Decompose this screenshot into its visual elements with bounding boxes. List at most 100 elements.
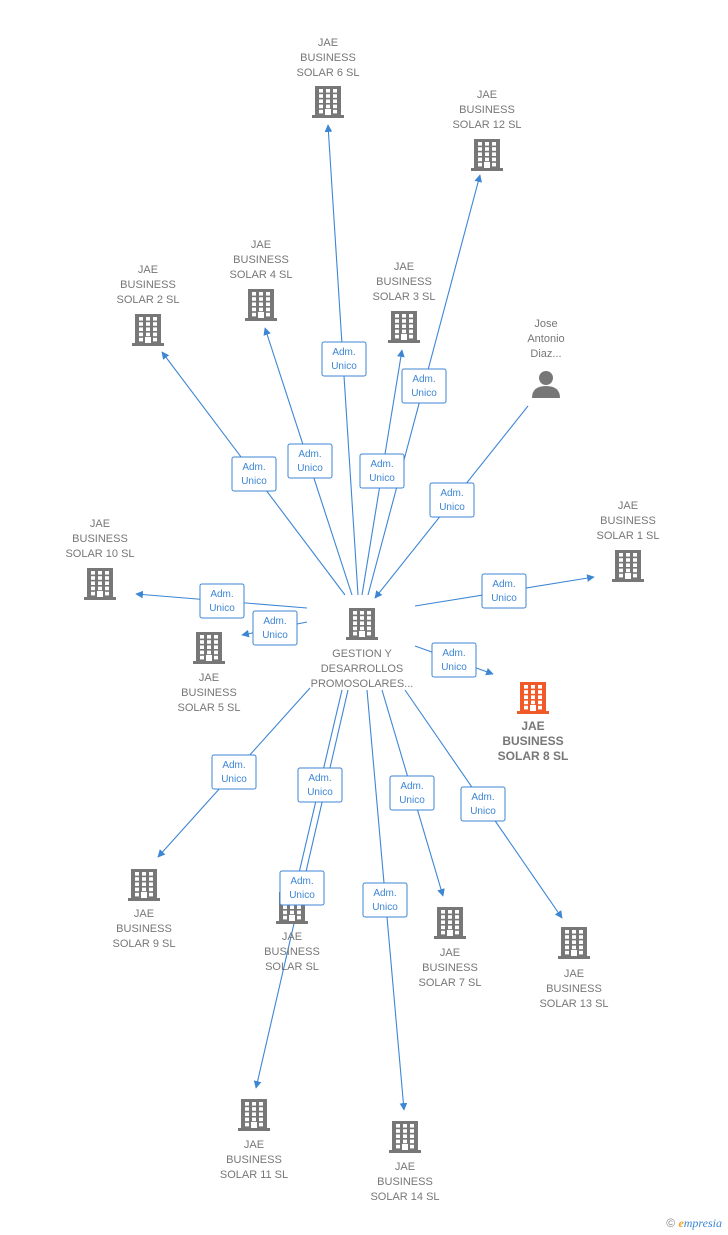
building-icon[interactable] xyxy=(245,289,277,321)
edge-label-solar9[interactable]: Adm.Unico xyxy=(211,754,257,790)
edge-label-box xyxy=(401,368,447,404)
building-window xyxy=(395,319,399,323)
node-label-line: JAE xyxy=(282,931,302,943)
edge-label-solar3[interactable]: Adm.Unico xyxy=(359,453,405,489)
building-icon[interactable] xyxy=(84,568,116,600)
edge-label-solar4[interactable]: Adm.Unico xyxy=(287,443,333,479)
building-icon[interactable] xyxy=(612,550,644,582)
building-icon[interactable] xyxy=(558,927,590,959)
building-door xyxy=(359,631,365,637)
building-window xyxy=(572,940,576,944)
edge-label-text: Unico xyxy=(470,806,496,817)
building-window xyxy=(619,558,623,562)
building-window xyxy=(409,319,413,323)
building-base xyxy=(128,898,160,901)
node-label-line: JAE xyxy=(394,261,414,273)
building-base xyxy=(388,340,420,343)
building-window xyxy=(252,297,256,301)
building-window xyxy=(91,576,95,580)
building-window xyxy=(410,1129,414,1133)
edge-label-center[interactable]: Adm.Unico xyxy=(429,482,475,518)
edge-label-text: Adm. xyxy=(471,792,494,803)
building-window xyxy=(565,940,569,944)
building-window xyxy=(259,302,263,306)
edge-label-text: Unico xyxy=(221,774,247,785)
building-window xyxy=(619,563,623,567)
person-body xyxy=(532,386,560,398)
building-icon[interactable] xyxy=(471,139,503,171)
building-window xyxy=(619,573,623,578)
edge-label-solar8[interactable]: Adm.Unico xyxy=(431,642,477,678)
building-icon[interactable] xyxy=(238,1099,270,1131)
edge-label-solar6[interactable]: Adm.Unico xyxy=(321,341,367,377)
building-window xyxy=(367,626,371,631)
edge-label-solar14[interactable]: Adm.Unico xyxy=(362,882,408,918)
node-label-line: JAE xyxy=(134,908,154,920)
edge-label-text: Unico xyxy=(441,662,467,673)
building-window xyxy=(633,573,637,578)
edge-label-text: Adm. xyxy=(332,347,355,358)
edge-label-solar5[interactable]: Adm.Unico xyxy=(252,610,298,646)
building-window xyxy=(252,1112,256,1116)
edge-label-box xyxy=(287,443,333,479)
edge-label-solar13[interactable]: Adm. Unico xyxy=(460,786,506,822)
building-window xyxy=(626,558,630,562)
building-icon[interactable] xyxy=(312,86,344,118)
node-label-line: SOLAR 3 SL xyxy=(373,291,436,303)
edge-label-solar2[interactable]: Adm.Unico xyxy=(231,456,277,492)
building-icon[interactable] xyxy=(389,1121,421,1153)
building-icon[interactable] xyxy=(132,314,164,346)
building-window xyxy=(259,1117,263,1122)
building-icon[interactable] xyxy=(388,311,420,343)
building-window xyxy=(139,337,143,342)
building-window xyxy=(259,1102,263,1106)
edge-label-solar10[interactable]: Adm.Unico xyxy=(199,583,245,619)
building-window xyxy=(441,910,445,914)
building-window xyxy=(409,324,413,328)
building-icon[interactable] xyxy=(128,869,160,901)
person-icon[interactable] xyxy=(532,371,560,398)
building-icon[interactable] xyxy=(193,632,225,664)
edge-label-solar11[interactable]: Adm.Unico xyxy=(279,870,325,906)
building-window xyxy=(207,645,211,649)
node-label-line: JAE xyxy=(618,500,638,512)
edge-label-solarsl[interactable]: Adm.Unico xyxy=(297,767,343,803)
building-window xyxy=(572,930,576,934)
edge-label-solar7[interactable]: Adm.Unico xyxy=(389,775,435,811)
edge-label-box xyxy=(429,482,475,518)
building-window xyxy=(409,334,413,339)
building-window xyxy=(290,910,294,915)
edge-label-solar12[interactable]: Adm.Unico xyxy=(401,368,447,404)
building-window xyxy=(252,1102,256,1106)
building-window xyxy=(538,685,542,689)
building-window xyxy=(579,930,583,934)
building-icon[interactable] xyxy=(517,682,549,714)
node-label-line: BUSINESS xyxy=(459,104,515,116)
building-window xyxy=(579,950,583,955)
edge-label-solar1[interactable]: Adm.Unico xyxy=(481,573,527,609)
building-window xyxy=(207,635,211,639)
building-icon[interactable] xyxy=(434,907,466,939)
building-icon[interactable] xyxy=(346,608,378,640)
building-window xyxy=(409,314,413,318)
